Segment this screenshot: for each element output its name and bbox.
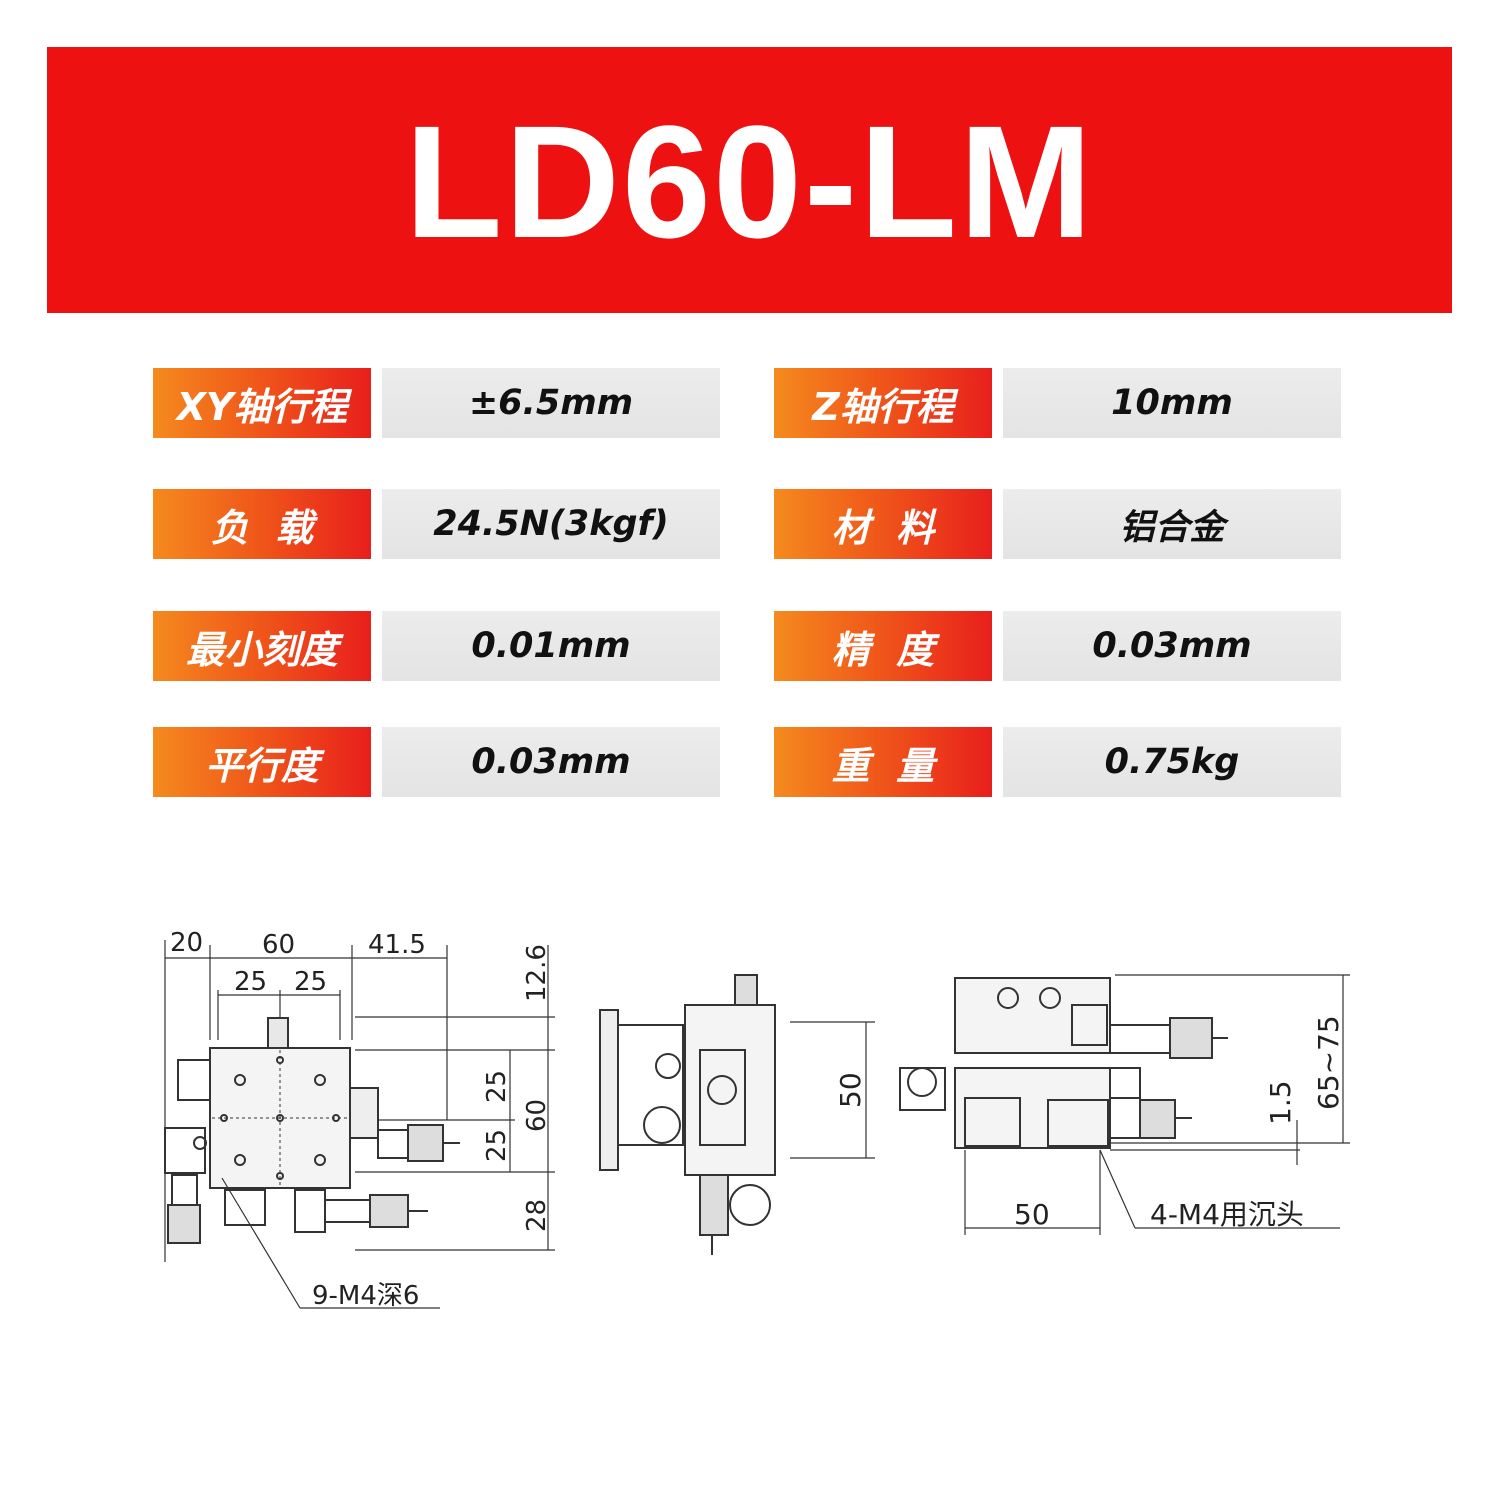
spec-value: 0.75kg [1003, 727, 1341, 797]
dim-label: 50 [834, 1072, 867, 1108]
dim-label: 41.5 [368, 930, 426, 960]
dim-label: 25 [294, 967, 327, 997]
dim-label: 20 [170, 928, 203, 958]
spec-row-min-graduation: 最小刻度 0.01mm [153, 611, 720, 681]
spec-value: 10mm [1003, 368, 1341, 438]
top-view [164, 940, 555, 1309]
dim-label: 65~75 [1312, 1015, 1345, 1110]
technical-drawing: 20 60 41.5 25 25 12.6 25 25 60 28 9-M4深6… [164, 928, 1350, 1311]
side-view [599, 974, 875, 1255]
spec-row-z-travel: Z轴行程 10mm [774, 368, 1341, 438]
dim-label: 60 [262, 930, 295, 960]
front-view [899, 974, 1350, 1235]
dim-label: 12.6 [522, 944, 552, 1002]
dim-label: 1.5 [1264, 1080, 1297, 1125]
spec-label: 最小刻度 [153, 611, 371, 681]
front-view-labels: 65~75 1.5 50 4-M4用沉头 [1014, 1015, 1345, 1231]
dim-label: 25 [482, 1129, 512, 1162]
callout-label: 4-M4用沉头 [1150, 1198, 1304, 1231]
spec-label: 负 载 [153, 489, 371, 559]
spec-label: XY轴行程 [153, 368, 371, 438]
spec-value: 0.03mm [382, 727, 720, 797]
spec-label: Z轴行程 [774, 368, 992, 438]
dim-label: 50 [1014, 1198, 1050, 1231]
spec-label: 材 料 [774, 489, 992, 559]
spec-value: 铝合金 [1003, 489, 1341, 559]
spec-value: 0.03mm [1003, 611, 1341, 681]
spec-row-weight: 重 量 0.75kg [774, 727, 1341, 797]
spec-row-accuracy: 精 度 0.03mm [774, 611, 1341, 681]
top-view-labels: 20 60 41.5 25 25 12.6 25 25 60 28 9-M4深6 [170, 928, 552, 1311]
spec-label: 精 度 [774, 611, 992, 681]
dim-label: 25 [234, 967, 267, 997]
dim-label: 28 [522, 1199, 552, 1232]
callout-label: 9-M4深6 [312, 1281, 419, 1311]
spec-value: 0.01mm [382, 611, 720, 681]
spec-value: 24.5N(3kgf) [382, 489, 720, 559]
spec-label: 重 量 [774, 727, 992, 797]
dim-label: 25 [482, 1070, 512, 1103]
spec-row-parallelism: 平行度 0.03mm [153, 727, 720, 797]
spec-row-load: 负 载 24.5N(3kgf) [153, 489, 720, 559]
spec-value: ±6.5mm [382, 368, 720, 438]
product-title: LD60-LM [404, 92, 1095, 271]
spec-row-material: 材 料 铝合金 [774, 489, 1341, 559]
dim-label: 60 [522, 1099, 552, 1132]
spec-row-xy-travel: XY轴行程 ±6.5mm [153, 368, 720, 438]
title-banner: LD60-LM [47, 47, 1452, 313]
spec-label: 平行度 [153, 727, 371, 797]
